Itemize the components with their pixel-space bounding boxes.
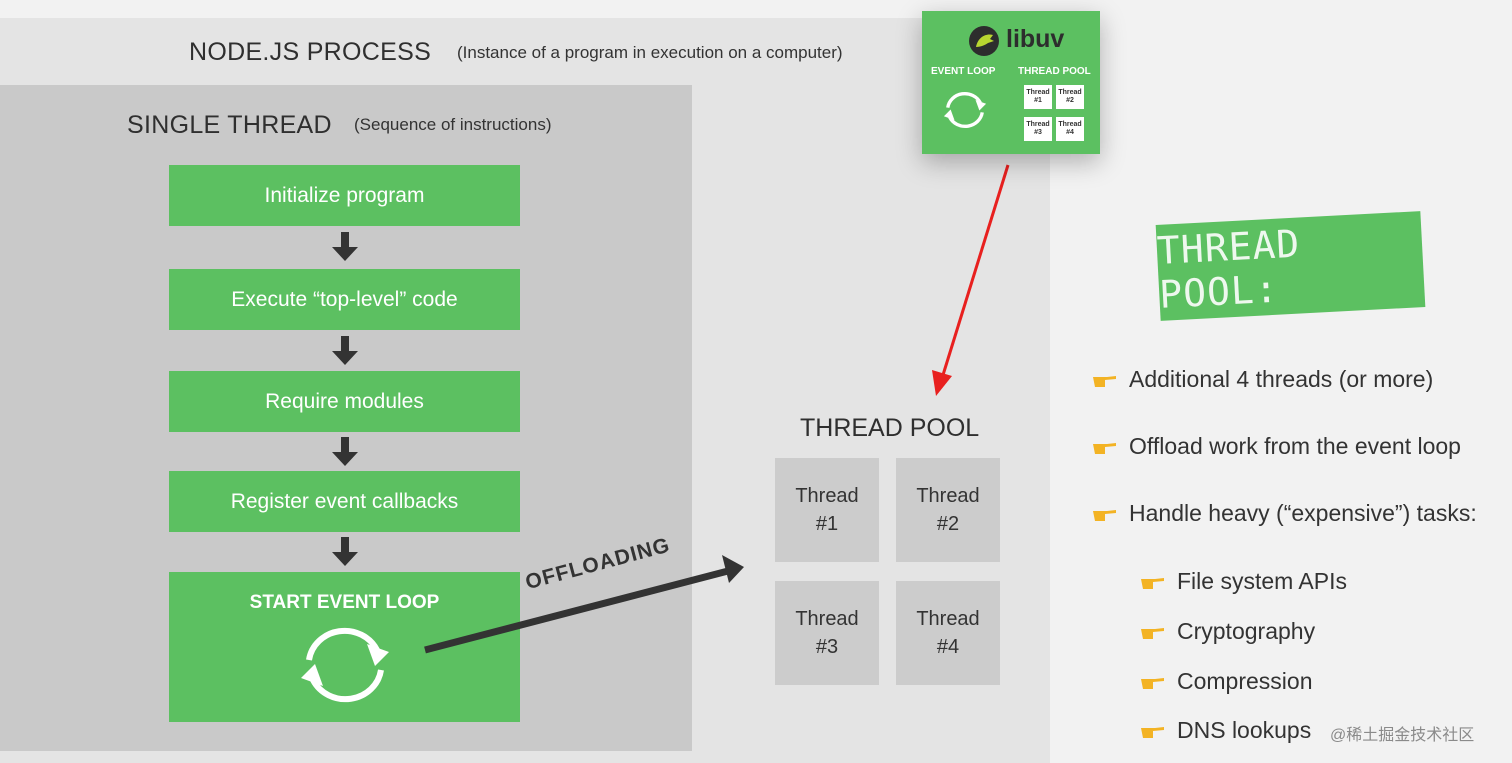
libuv-logo: libuv (968, 25, 1064, 56)
loop-arrows-icon (301, 627, 389, 703)
pointing-hand-icon (1093, 375, 1116, 387)
thread-cell-1: Thread#1 (775, 458, 879, 562)
pointing-hand-icon (1141, 577, 1164, 589)
thread-pool-title: THREAD POOL (800, 414, 980, 442)
libuv-card: libuv EVENT LOOP THREAD POOL Thread#1 Th… (922, 11, 1100, 154)
single-thread-title: SINGLE THREAD (127, 111, 332, 139)
thread-pool-heading-stamp: THREAD POOL: (1155, 211, 1426, 321)
pointing-hand-icon (1093, 509, 1116, 521)
bullet-item: Handle heavy (“expensive”) tasks: (1091, 500, 1477, 527)
down-arrow-icon (332, 232, 358, 261)
process-subtitle: (Instance of a program in execution on a… (457, 43, 843, 62)
thread-cell-4: Thread#4 (896, 581, 1000, 685)
watermark: @稀土掘金技术社区 (1330, 727, 1475, 744)
dinosaur-logo-icon (969, 26, 999, 56)
step-initialize-program: Initialize program (169, 165, 520, 226)
pointing-hand-icon (1141, 627, 1164, 639)
thread-cell-2: Thread#2 (896, 458, 1000, 562)
libuv-thread-pool-label: THREAD POOL (1018, 66, 1091, 77)
pointing-hand-icon (1141, 726, 1164, 738)
sub-bullet-item: Compression (1139, 668, 1313, 695)
libuv-thread-3: Thread#3 (1024, 117, 1052, 141)
pointing-hand-icon (1093, 442, 1116, 454)
step-start-event-loop: START EVENT LOOP (169, 572, 520, 722)
single-thread-subtitle: (Sequence of instructions) (354, 115, 552, 134)
sub-bullet-item: DNS lookups (1139, 717, 1311, 744)
start-event-loop-label: START EVENT LOOP (249, 592, 440, 613)
libuv-thread-2: Thread#2 (1056, 85, 1084, 109)
sub-bullet-item: Cryptography (1139, 618, 1315, 645)
bullet-item: Additional 4 threads (or more) (1091, 366, 1433, 393)
process-title: NODE.JS PROCESS (189, 38, 432, 66)
down-arrow-icon (332, 537, 358, 566)
libuv-thread-4: Thread#4 (1056, 117, 1084, 141)
thread-cell-3: Thread#3 (775, 581, 879, 685)
loop-arrows-icon (943, 91, 987, 129)
down-arrow-icon (332, 336, 358, 365)
step-register-event-callbacks: Register event callbacks (169, 471, 520, 532)
libuv-event-loop-label: EVENT LOOP (931, 66, 996, 77)
step-require-modules: Require modules (169, 371, 520, 432)
down-arrow-icon (332, 437, 358, 466)
pointing-hand-icon (1141, 677, 1164, 689)
libuv-thread-1: Thread#1 (1024, 85, 1052, 109)
libuv-name: libuv (1006, 25, 1065, 53)
step-execute-top-level-code: Execute “top-level” code (169, 269, 520, 330)
bullet-item: Offload work from the event loop (1091, 433, 1461, 460)
sub-bullet-item: File system APIs (1139, 568, 1347, 595)
